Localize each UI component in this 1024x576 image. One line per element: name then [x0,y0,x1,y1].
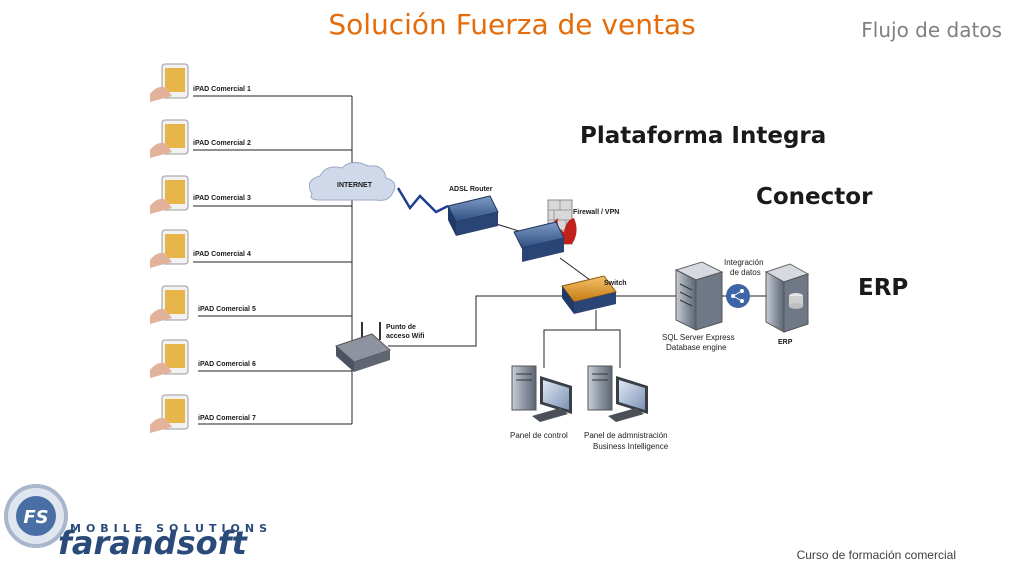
ipad-label-7: iPAD Comercial 7 [198,415,256,422]
panel-admin-label-line1: Panel de admnistración [584,431,668,440]
ipad-label-5: iPAD Comercial 5 [198,306,256,313]
ipad-icon [150,394,189,433]
ipad-icon [150,339,189,378]
wifi-label-line2: acceso Wifi [386,333,425,340]
ipad-label-6: iPAD Comercial 6 [198,361,256,368]
wifi-label-line1: Punto de [386,324,416,331]
page-title: Solución Fuerza de ventas [328,8,696,41]
panel-admin-label-line2: Business Intelligence [593,442,669,451]
panel-control-label: Panel de control [510,431,568,440]
ipad-icons [150,63,189,433]
wan-link [396,187,449,214]
integration-label-line1: Integración [724,258,764,267]
pc-control-icon [511,365,572,422]
sql-label-line1: SQL Server Express [662,333,735,342]
adsl-router-label: ADSL Router [449,186,493,193]
sql-label-line2: Database engine [666,343,727,352]
ipad-icon [150,63,189,102]
logo-tagline: MOBILE SOLUTIONS [70,522,272,535]
firewall-label: Firewall / VPN [573,209,619,216]
switch-label: Switch [604,280,627,287]
ipad-label-3: iPAD Comercial 3 [193,195,251,202]
ipad-label-2: iPAD Comercial 2 [193,140,251,147]
logo-initials: FS [23,507,48,528]
adsl-router-icon [447,195,499,236]
wifi-access-point-icon [335,322,391,372]
integration-icon [722,284,766,308]
internet-label: INTERNET [337,182,373,189]
wired-links [193,95,676,425]
ipad-icon [150,229,189,268]
pc-admin-icon [587,365,648,422]
ipad-icon [150,285,189,324]
ipad-icon [150,175,189,214]
label-erp: ERP [858,275,909,301]
integration-label-line2: de datos [730,268,761,277]
page-subtitle: Flujo de datos [861,18,1002,42]
internet-cloud-icon [308,162,396,201]
ipad-label-4: iPAD Comercial 4 [193,251,251,258]
label-plataforma-integra: Plataforma Integra [580,123,827,149]
farandsoft-logo: FS MOBILE SOLUTIONS farandsoft [4,484,272,562]
sql-server-icon [674,261,724,331]
firewall-icon [513,199,577,262]
ipad-label-1: iPAD Comercial 1 [193,86,251,93]
erp-server-icon [764,263,810,333]
switch-icon [561,275,617,314]
logo-name: farandsoft [58,524,249,562]
erp-server-label: ERP [778,339,793,346]
label-conector: Conector [756,184,873,210]
ipad-icon [150,119,189,158]
footer-text: Curso de formación comercial [796,548,956,562]
